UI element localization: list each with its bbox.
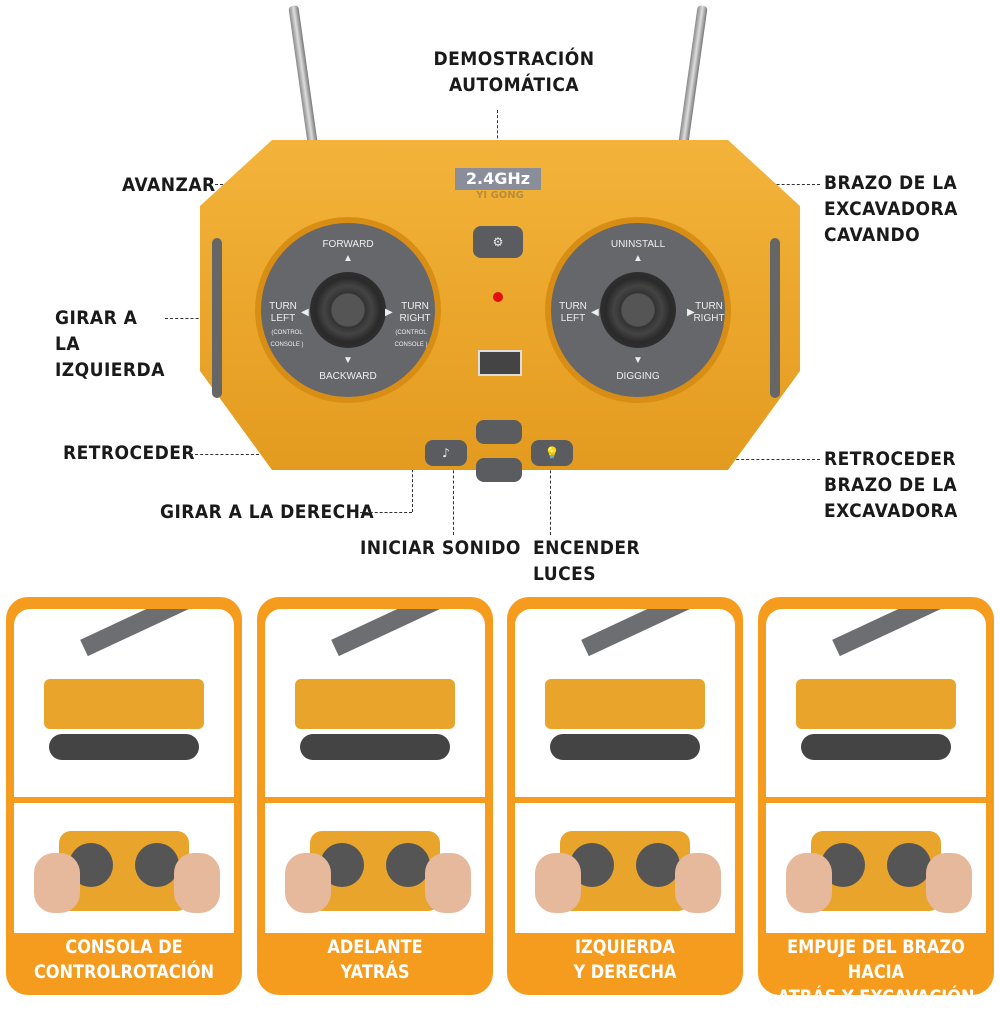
remote-controller: 2.4GHz YI GONG ⚙ FORWARD ▲ ▼ BACKWARD TU…: [200, 4, 800, 482]
leader-line: [190, 454, 330, 455]
callout-lights: ENCENDER LUCES: [533, 537, 641, 585]
gear-play-icon: ⚙: [492, 235, 504, 249]
excavator-photo: [14, 609, 234, 797]
bulb-icon: 💡: [544, 446, 560, 460]
label-forward: FORWARD: [322, 239, 374, 250]
remote-hands-photo: [766, 803, 986, 933]
label-control-console: (CONTROL CONSOLE ): [394, 330, 428, 348]
excavator-photo: [515, 609, 735, 797]
callout-backward: RETROCEDER: [63, 442, 195, 464]
top-hex-button[interactable]: [476, 420, 522, 444]
label-uninstall: UNINSTALL: [610, 239, 666, 250]
arrow-left-icon: ◀: [591, 307, 599, 318]
callout-forward: AVANZAR: [122, 174, 216, 196]
power-switch[interactable]: [478, 350, 522, 376]
callout-turn-right: GIRAR A LA DERECHA: [160, 501, 375, 523]
right-joystick-knob[interactable]: [600, 272, 676, 348]
arrow-left-icon: ◀: [301, 307, 309, 318]
sound-button[interactable]: ♪: [425, 440, 467, 466]
arrow-up-icon: ▲: [343, 253, 353, 264]
leader-line: [550, 455, 551, 535]
demo-button[interactable]: ⚙: [473, 226, 523, 258]
arrow-down-icon: ▼: [633, 355, 643, 366]
brand-logo: YI GONG: [476, 190, 524, 201]
sound-icon: ♪: [442, 446, 450, 460]
arrow-up-icon: ▲: [633, 253, 643, 264]
leader-line: [360, 512, 412, 513]
arrow-right-icon: ▶: [385, 307, 393, 318]
label-backward: BACKWARD: [319, 371, 377, 382]
remote-hands-photo: [265, 803, 485, 933]
frequency-label: 2.4GHz: [455, 168, 541, 190]
callout-arm-back: RETROCEDER BRAZO DE LA EXCAVADORA: [824, 448, 958, 522]
callout-sound: INICIAR SONIDO: [360, 537, 521, 559]
label-turn-right: TURN RIGHT: [399, 301, 431, 324]
lights-button[interactable]: 💡: [531, 440, 573, 466]
left-antenna: [288, 4, 318, 146]
leader-line: [453, 455, 454, 535]
label-turn-left: TURN LEFT: [559, 301, 587, 324]
arrow-down-icon: ▼: [343, 355, 353, 366]
label-turn-left: TURN LEFT: [269, 301, 297, 324]
left-joystick[interactable]: FORWARD ▲ ▼ BACKWARD TURN LEFT (CONTROL …: [255, 217, 441, 403]
label-control-console: (CONTROL CONSOLE ): [270, 330, 304, 348]
power-led: [493, 292, 503, 302]
remote-hands-photo: [515, 803, 735, 933]
left-grip: [212, 238, 222, 398]
label-digging: DIGGING: [616, 371, 660, 382]
excavator-photo: [265, 609, 485, 797]
right-joystick[interactable]: UNINSTALL ▲ ▼ DIGGING TURN LEFT ◀ ▶ TURN…: [545, 217, 731, 403]
excavator-photo: [766, 609, 986, 797]
callout-demo: DEMOSTRACIÓN AUTOMÁTICA: [433, 48, 595, 96]
callout-arm-dig: BRAZO DE LA EXCAVADORA CAVANDO: [824, 172, 958, 246]
remote-hands-photo: [14, 803, 234, 933]
right-grip: [770, 238, 780, 398]
left-joystick-knob[interactable]: [310, 272, 386, 348]
bottom-hex-button[interactable]: [476, 458, 522, 482]
arrow-right-icon: ▶: [687, 307, 695, 318]
callout-turn-left: GIRAR A LA IZQUIERDA: [55, 307, 165, 381]
label-turn-right: TURN RIGHT: [693, 301, 725, 324]
right-antenna: [678, 4, 708, 146]
